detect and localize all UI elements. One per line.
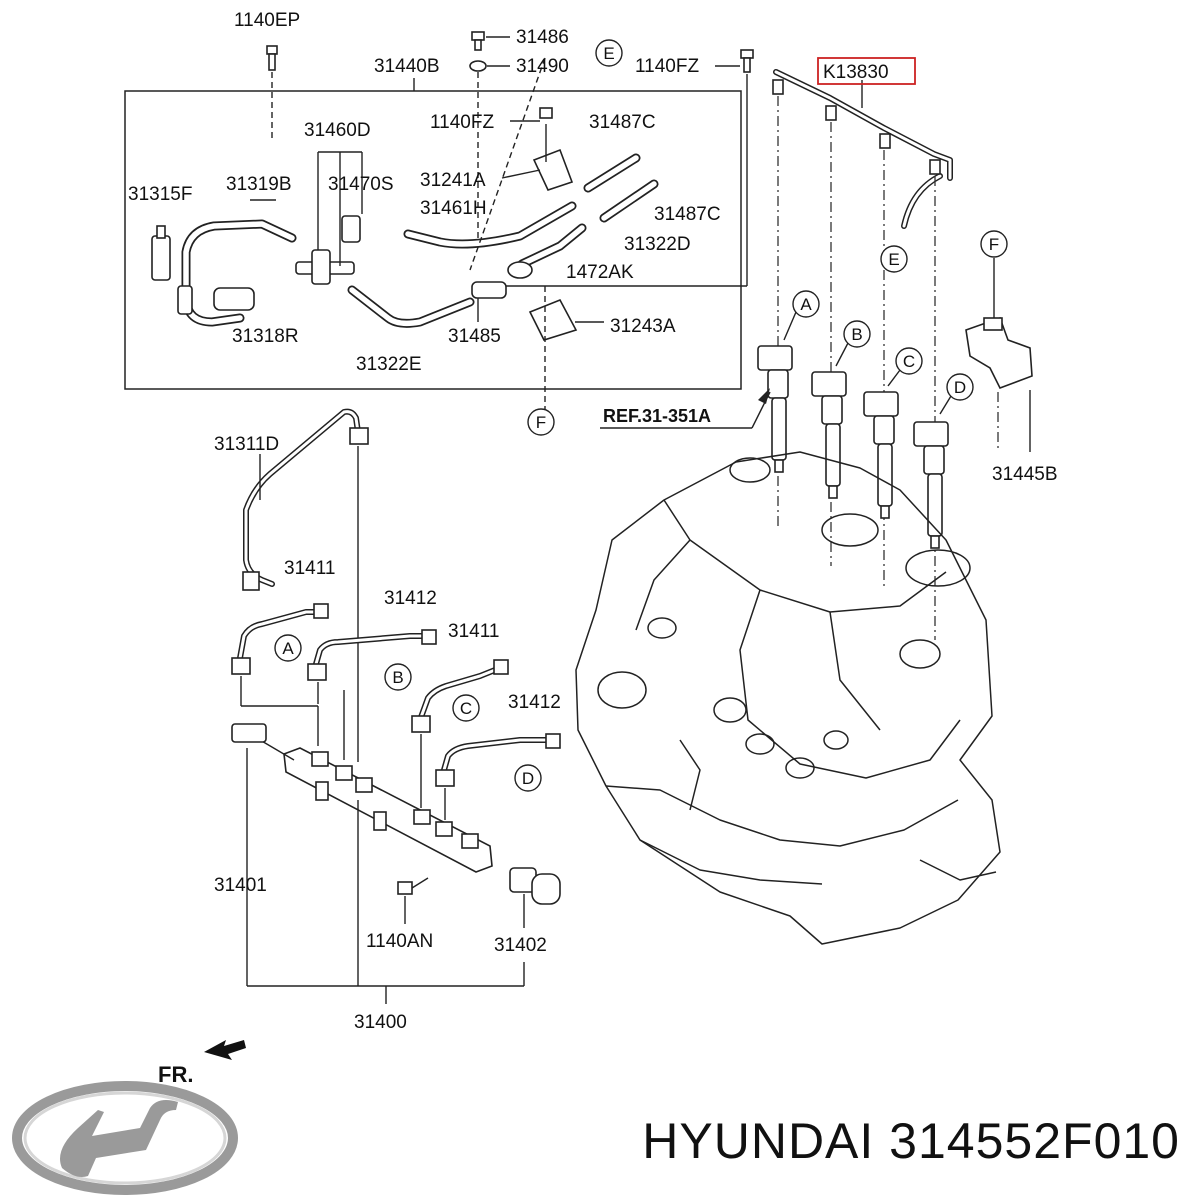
callout-E-top: E — [595, 39, 623, 67]
label-31487C-a: 31487C — [589, 112, 656, 133]
tee-31460D — [295, 151, 363, 285]
fitting-31487C-a — [583, 153, 641, 193]
valve-31402 — [509, 867, 561, 986]
label-ref-31-351A: REF.31-351A — [603, 406, 711, 426]
hose-31319B — [181, 219, 297, 327]
bolt-31486 — [471, 31, 510, 51]
bracket-31243A — [528, 298, 604, 341]
return-line-K13830 — [772, 69, 953, 229]
callout-B-pipe: B — [384, 663, 412, 691]
label-31490: 31490 — [516, 56, 569, 77]
svg-text:F: F — [989, 235, 999, 254]
hose-31461H — [403, 201, 577, 249]
label-31486: 31486 — [516, 27, 569, 48]
bracket-31445B — [965, 258, 1033, 452]
label-31322D: 31322D — [624, 234, 691, 255]
label-K13830: K13830 — [823, 62, 889, 83]
assembly-box-31440B — [124, 90, 742, 390]
pipe-31311D — [242, 408, 369, 762]
connector-31315F — [151, 225, 171, 281]
injector-C — [863, 391, 899, 519]
valve-31470S — [341, 215, 361, 243]
label-31400: 31400 — [354, 1012, 407, 1033]
label-1140AN: 1140AN — [366, 931, 433, 952]
label-31460D: 31460D — [304, 120, 371, 141]
label-31445B: 31445B — [992, 464, 1058, 485]
label-31322E: 31322E — [356, 354, 422, 375]
callout-A-pipe: A — [274, 634, 302, 662]
bracket-31241A — [501, 107, 574, 191]
bolt-1140AN — [397, 877, 429, 924]
fitting-31487C-b — [599, 179, 659, 223]
label-1140EP: 1140EP — [234, 10, 300, 31]
svg-text:C: C — [903, 352, 915, 371]
washer-31490 — [469, 60, 510, 240]
callout-C-injector: C — [887, 347, 923, 387]
svg-text:D: D — [522, 769, 534, 788]
pipe-31411-C — [411, 659, 509, 808]
svg-text:E: E — [888, 250, 899, 269]
svg-text:B: B — [851, 325, 862, 344]
label-31402: 31402 — [494, 935, 547, 956]
hose-31322D — [517, 223, 587, 269]
common-rail-31401 — [259, 739, 493, 873]
label-1472AK: 1472AK — [566, 262, 634, 283]
svg-text:E: E — [603, 44, 614, 63]
sensor-rail-left — [231, 723, 267, 986]
ref-arrowhead — [758, 388, 770, 404]
label-31440B: 31440B — [374, 56, 440, 77]
injector-A — [757, 345, 793, 473]
label-31319B: 31319B — [226, 174, 292, 195]
svg-text:B: B — [392, 668, 403, 687]
label-31461H: 31461H — [420, 198, 487, 219]
label-FR: FR. — [158, 1062, 193, 1087]
elbow-31485 — [471, 281, 507, 322]
callout-D-pipe: D — [514, 764, 542, 792]
label-31411-b: 31411 — [448, 621, 499, 642]
hyundai-logo — [12, 1081, 238, 1195]
label-31318R: 31318R — [232, 326, 299, 347]
callout-E-right: E — [880, 245, 908, 273]
label-31243A: 31243A — [610, 316, 676, 337]
brand-part-number: HYUNDAI 314552F010 — [642, 1113, 1180, 1169]
label-31241A: 31241A — [420, 170, 486, 191]
label-31487C-b: 31487C — [654, 204, 721, 225]
callout-B-injector: B — [835, 320, 871, 367]
callout-F-right: F — [980, 230, 1008, 258]
label-1140FZ-mid: 1140FZ — [430, 112, 494, 133]
pipe-31411-A — [231, 603, 329, 746]
callout-A-injector: A — [783, 290, 820, 341]
pipe-31412-B — [307, 629, 437, 760]
label-31412-b: 31412 — [508, 692, 561, 713]
label-31412-a: 31412 — [384, 588, 437, 609]
label-31401: 31401 — [214, 875, 267, 896]
label-31315F: 31315F — [128, 184, 192, 205]
bolt-1140FZ-top — [545, 49, 754, 287]
callout-D-injector: D — [939, 373, 974, 415]
svg-text:F: F — [536, 413, 546, 432]
svg-text:A: A — [282, 639, 294, 658]
hose-31322E — [347, 285, 475, 328]
highlight-box-K13830 — [817, 57, 916, 85]
callout-C-pipe: C — [452, 694, 480, 722]
pipe-31412-D — [435, 733, 561, 820]
injector-D — [913, 421, 949, 549]
label-31485: 31485 — [448, 326, 501, 347]
injector-B — [811, 371, 847, 499]
front-arrow-icon — [204, 1040, 246, 1060]
bolt-1140EP — [266, 45, 278, 140]
engine-block — [575, 451, 1001, 945]
svg-text:C: C — [460, 699, 472, 718]
label-31411-a: 31411 — [284, 558, 335, 579]
svg-text:A: A — [800, 295, 812, 314]
svg-text:D: D — [954, 378, 966, 397]
label-1140FZ-top: 1140FZ — [635, 56, 699, 77]
label-31470S: 31470S — [328, 174, 394, 195]
label-31311D: 31311D — [214, 434, 279, 455]
clamp-1472AK — [507, 261, 533, 279]
callout-F-bottom: F — [527, 408, 555, 436]
sensor-31318R — [177, 285, 255, 315]
